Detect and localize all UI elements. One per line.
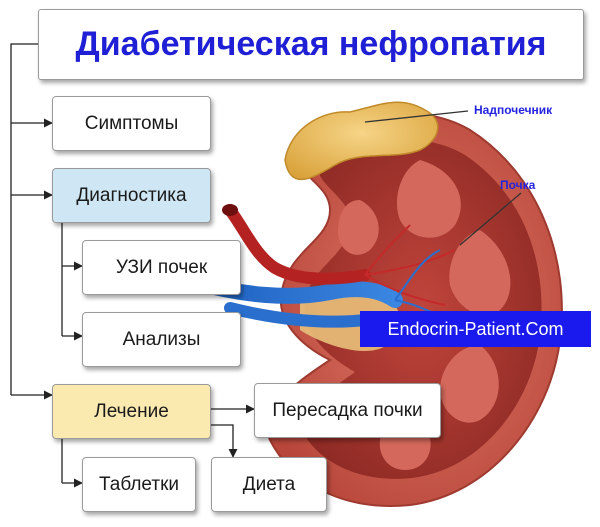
watermark-banner: Endocrin-Patient.Com [360,311,591,347]
node-diagnostics[interactable]: Диагностика [52,168,211,223]
node-symptoms[interactable]: Симптомы [52,96,211,151]
adrenal-label: Надпочечник [474,103,553,117]
node-pills[interactable]: Таблетки [82,457,196,512]
node-transplant[interactable]: Пересадка почки [254,383,441,438]
adrenal-gland [284,101,439,181]
kidney-label: Почка [500,178,536,192]
renal-artery [224,204,371,285]
diagram-title: Диабетическая нефропатия [38,9,584,80]
node-treatment[interactable]: Лечение [52,384,211,439]
node-diet[interactable]: Диета [211,457,327,512]
node-analyses[interactable]: Анализы [82,312,241,367]
node-ultrasound[interactable]: УЗИ почек [82,240,241,295]
edge-diet [211,424,238,458]
